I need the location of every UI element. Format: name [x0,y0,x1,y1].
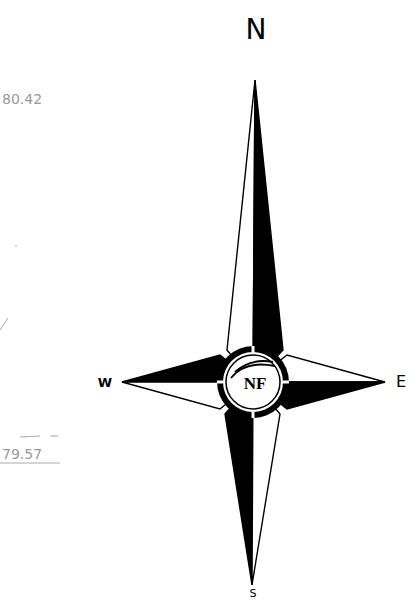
dimension-value: 80.42 [2,92,42,106]
compass-north: N [246,16,267,44]
survey-lines [0,246,60,463]
compass-east: E [396,374,406,390]
compass-west: W [98,376,112,389]
logo-text: NF [244,375,267,392]
dimension-value: 79.57 [2,447,42,461]
compass-south: S [250,588,257,599]
logo-ring [217,346,289,418]
star-arms [122,80,385,585]
